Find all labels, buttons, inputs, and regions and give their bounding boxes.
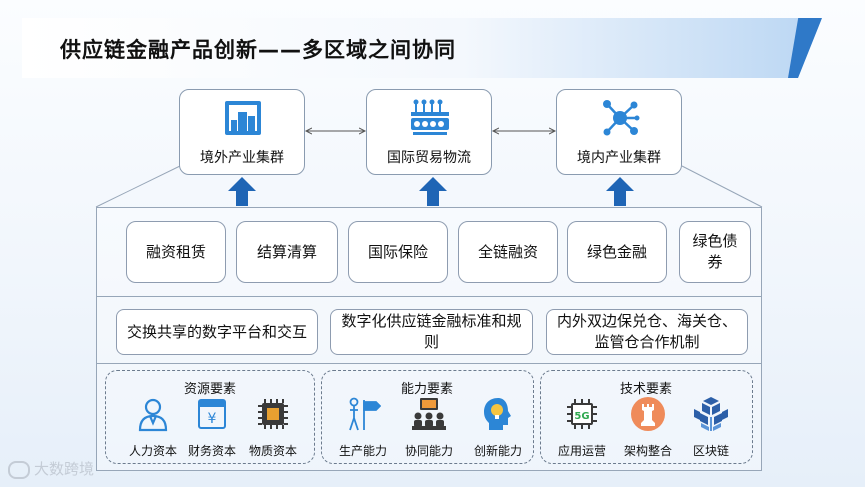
direction-sign-icon bbox=[349, 397, 381, 431]
item-label: 架构整合 bbox=[623, 444, 672, 458]
product-financial-leasing: 融资租赁 bbox=[126, 221, 226, 283]
5g-chip-icon: 5G bbox=[567, 399, 597, 429]
cluster-label: 国际贸易物流 bbox=[387, 150, 471, 166]
up-arrow-icon bbox=[606, 177, 634, 206]
teamwork-icon bbox=[412, 398, 446, 430]
domestic-cluster-card: 境内产业集群 bbox=[556, 89, 682, 175]
technology-elements-group bbox=[540, 370, 753, 464]
group-title: 技术要素 bbox=[619, 382, 672, 397]
product-full-chain-financing: 全链融资 bbox=[458, 221, 558, 283]
up-arrow-icon bbox=[419, 177, 447, 206]
cluster-label: 境内产业集群 bbox=[577, 150, 661, 166]
logistics-network-icon bbox=[410, 98, 450, 138]
svg-text:¥: ¥ bbox=[208, 411, 217, 427]
chip-icon bbox=[258, 399, 288, 429]
blockchain-cubes-icon bbox=[694, 397, 728, 431]
up-arrow-icon bbox=[228, 177, 256, 206]
product-international-insurance: 国际保险 bbox=[348, 221, 448, 283]
item-label: 人力资本 bbox=[128, 444, 177, 458]
watermark-text: 大数跨境 bbox=[34, 460, 95, 478]
item-label: 创新能力 bbox=[473, 444, 522, 458]
platform-digital-sharing: 交换共享的数字平台和交互 bbox=[116, 309, 318, 355]
watermark-mark-icon bbox=[8, 460, 30, 479]
building-chart-icon bbox=[223, 98, 263, 138]
cluster-label: 境外产业集群 bbox=[200, 150, 284, 166]
yuan-ledger-icon: ¥ bbox=[198, 399, 226, 429]
item-label: 应用运营 bbox=[557, 444, 606, 458]
item-label: 协同能力 bbox=[404, 444, 453, 458]
platform-standards-rules: 数字化供应链金融标准和规则 bbox=[330, 309, 533, 355]
product-green-finance: 绿色金融 bbox=[567, 221, 667, 283]
title-banner bbox=[22, 18, 822, 78]
svg-text:5G: 5G bbox=[574, 411, 589, 422]
cluster-network-icon bbox=[600, 98, 640, 138]
trade-logistics-card: 国际贸易物流 bbox=[366, 89, 492, 175]
item-label: 区块链 bbox=[692, 444, 729, 458]
page-title: 供应链金融产品创新——多区域之间协同 bbox=[60, 38, 456, 62]
resource-elements-group bbox=[105, 370, 315, 464]
chess-rook-icon bbox=[631, 397, 665, 431]
product-settlement-clearing: 结算清算 bbox=[236, 221, 338, 283]
platform-warehouse-mechanism: 内外双边保兑仓、海关仓、监管仓合作机制 bbox=[546, 309, 748, 355]
item-label: 物质资本 bbox=[248, 444, 297, 458]
person-icon bbox=[138, 398, 168, 432]
lightbulb-head-icon bbox=[484, 398, 511, 430]
divider bbox=[96, 296, 762, 297]
item-label: 财务资本 bbox=[187, 444, 236, 458]
overseas-cluster-card: 境外产业集群 bbox=[179, 89, 305, 175]
item-label: 生产能力 bbox=[338, 444, 387, 458]
divider bbox=[96, 363, 762, 364]
group-title: 能力要素 bbox=[400, 382, 453, 397]
funnel-line-right bbox=[681, 165, 763, 208]
capability-elements-group bbox=[321, 370, 534, 464]
funnel-line-left bbox=[95, 165, 181, 208]
watermark-logo: 大数跨境 bbox=[8, 458, 94, 479]
product-green-bonds: 绿色债券 bbox=[679, 221, 751, 283]
group-title: 资源要素 bbox=[183, 382, 236, 397]
